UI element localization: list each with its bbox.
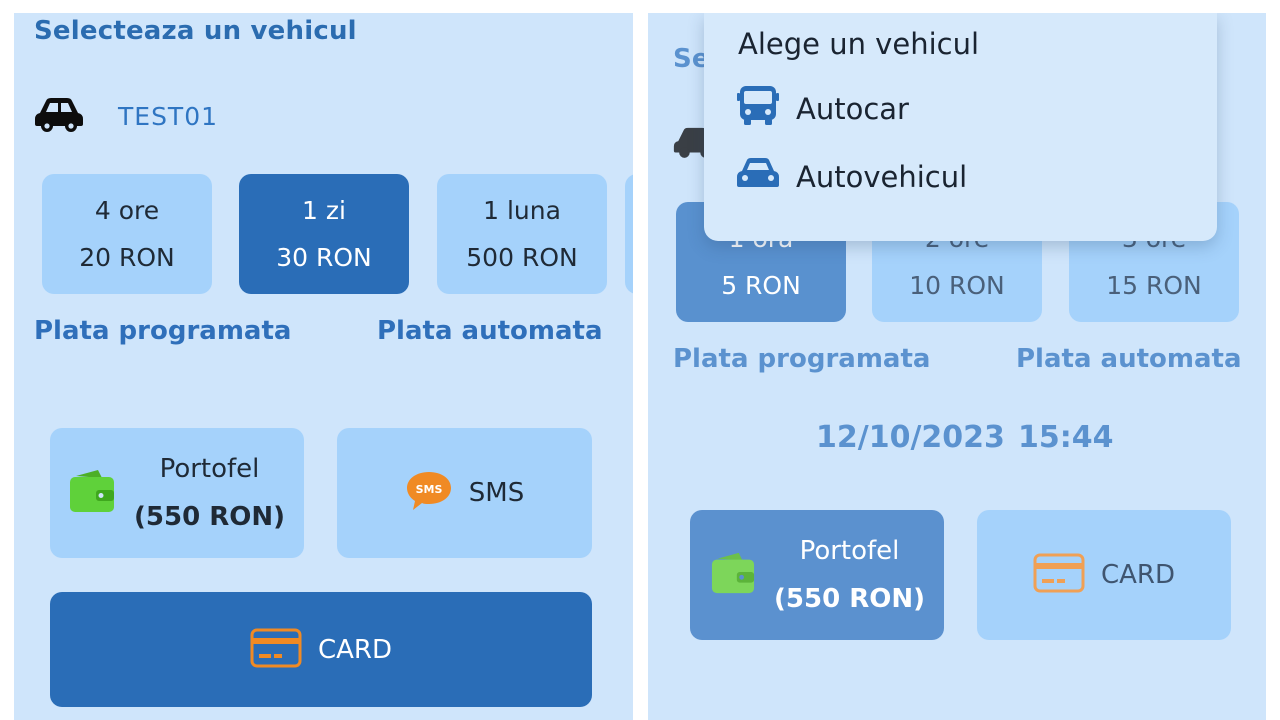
plan-duration: 1 luna (483, 196, 561, 225)
plan-price: 30 RON (276, 243, 372, 272)
vehicle-plate: TEST01 (118, 101, 219, 131)
sms-badge: SMS (415, 483, 442, 496)
wallet-label: Portofel (799, 536, 900, 566)
dropdown-item-autovehicul[interactable]: Autovehicul (736, 155, 967, 198)
plan-price: 15 RON (1106, 271, 1202, 300)
auto-payment-label[interactable]: Plata automata (1016, 344, 1242, 374)
plan-tile-1-zi[interactable]: 1 zi 30 RON (239, 174, 409, 294)
plan-duration: 1 zi (302, 196, 346, 225)
plan-price: 20 RON (79, 243, 175, 272)
select-vehicle-title-partial: Se (673, 44, 710, 74)
wallet-label: Portofel (159, 454, 260, 484)
scheduled-date[interactable]: 12/10/2023 (816, 420, 1005, 455)
bus-icon (736, 83, 780, 134)
card-icon (1033, 553, 1085, 597)
plan-tile-1-luna[interactable]: 1 luna 500 RON (437, 174, 607, 294)
dropdown-item-label: Autovehicul (796, 159, 968, 194)
right-screen: Se 1 ora 5 RON 2 ore 10 RON 3 ore 15 RON… (648, 13, 1266, 720)
scheduled-payment-label[interactable]: Plata programata (34, 316, 292, 346)
dropdown-item-autocar[interactable]: Autocar (736, 83, 909, 134)
card-icon (250, 628, 302, 672)
sms-icon: SMS (405, 470, 453, 516)
scheduled-time[interactable]: 15:44 (1018, 420, 1114, 455)
car-icon (34, 95, 84, 137)
wallet-balance: (550 RON) (774, 584, 925, 614)
wallet-payment-button[interactable]: Portofel (550 RON) (690, 510, 944, 640)
sms-payment-button[interactable]: SMS SMS (337, 428, 592, 558)
plan-price: 10 RON (909, 271, 1005, 300)
card-payment-button[interactable]: CARD (977, 510, 1231, 640)
card-label: CARD (1100, 560, 1176, 590)
sms-label: SMS (468, 478, 525, 508)
plan-price: 500 RON (466, 243, 578, 272)
card-label: CARD (317, 634, 393, 665)
left-screen: Selecteaza un vehicul TEST01 4 ore 20 RO… (14, 13, 633, 720)
vehicle-selector[interactable]: TEST01 (34, 95, 218, 137)
wallet-payment-button[interactable]: Portofel (550 RON) (50, 428, 304, 558)
auto-payment-label[interactable]: Plata automata (377, 316, 603, 346)
plan-tile-4-ore[interactable]: 4 ore 20 RON (42, 174, 212, 294)
wallet-icon (710, 551, 756, 599)
wallet-balance: (550 RON) (134, 502, 285, 532)
car-icon (736, 155, 780, 198)
wallet-icon (68, 468, 116, 518)
plan-duration: 4 ore (94, 196, 160, 225)
vehicle-dropdown-menu: Alege un vehicul Autocar (704, 13, 1217, 241)
scheduled-payment-label[interactable]: Plata programata (673, 344, 931, 374)
dropdown-title: Alege un vehicul (738, 27, 980, 61)
dropdown-item-label: Autocar (796, 91, 909, 126)
plan-price: 5 RON (721, 271, 801, 300)
card-payment-button[interactable]: CARD (50, 592, 592, 707)
plan-tile-partial[interactable] (625, 174, 633, 294)
select-vehicle-title: Selecteaza un vehicul (34, 16, 357, 46)
